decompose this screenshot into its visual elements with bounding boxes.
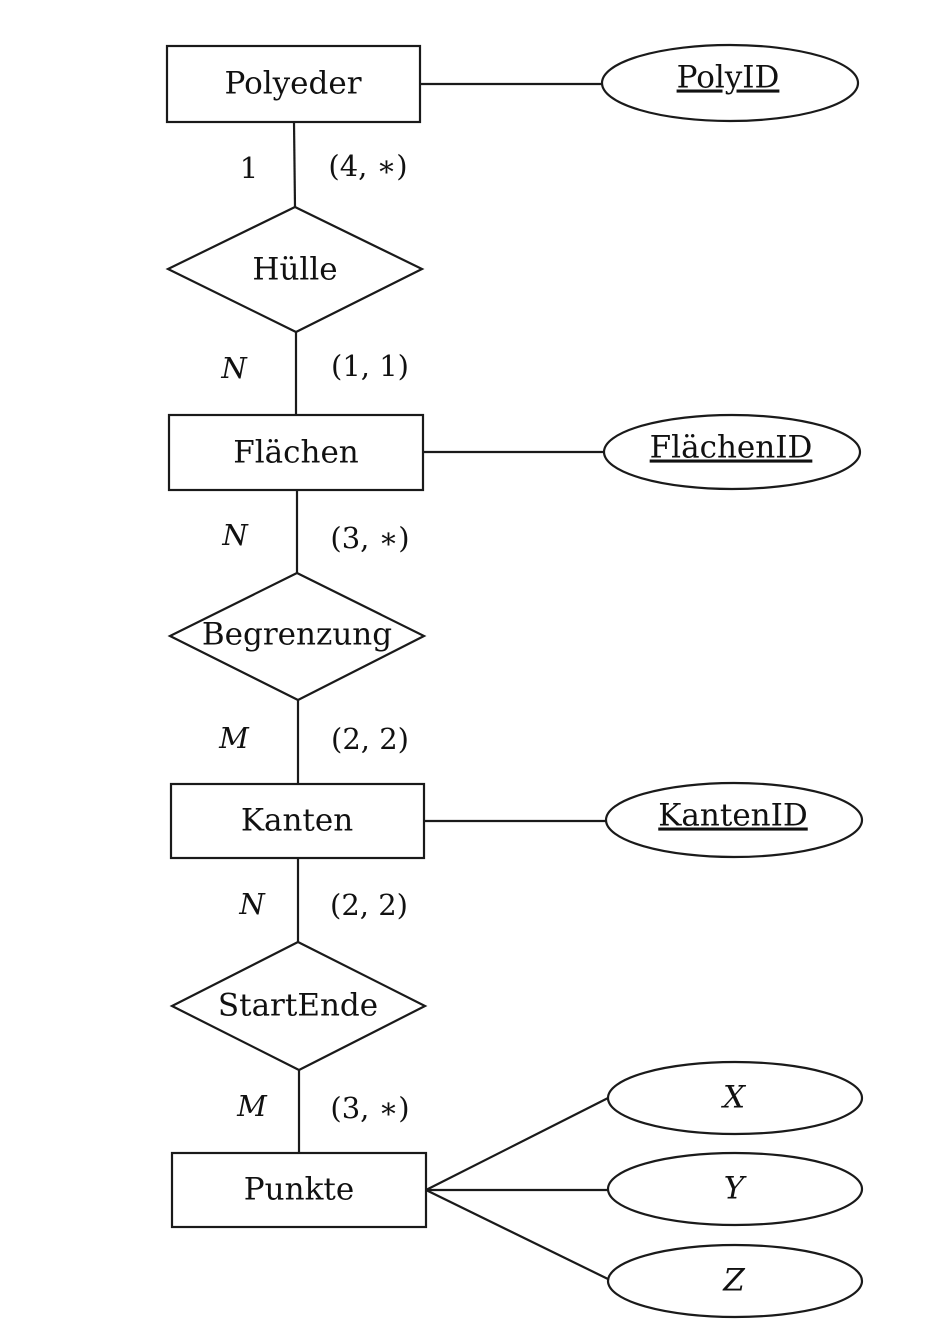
entity-box xyxy=(169,782,426,860)
cardinality-kanten-begrenzung-chen: M xyxy=(218,721,250,755)
relationship-diamond xyxy=(169,940,428,1072)
attribute-label: PolyID xyxy=(677,60,780,96)
cardinality-flaechen-huelle-chen: N xyxy=(220,351,248,385)
attribute-ellipse xyxy=(604,781,864,859)
cardinality-punkte-startende-minmax: (3, ∗) xyxy=(330,1091,409,1125)
entity-box xyxy=(167,413,425,492)
relationship-label: Begrenzung xyxy=(202,617,392,653)
relationship-label: StartEnde xyxy=(218,988,378,1024)
line-polyeder-huelle xyxy=(292,121,297,208)
entity-label: Flächen xyxy=(233,435,359,471)
cardinality-flaechen-begrenzung-minmax: (3, ∗) xyxy=(330,521,409,555)
attribute-label: Z xyxy=(722,1263,745,1299)
cardinality-kanten-startende-minmax: (2, 2) xyxy=(330,888,408,922)
cardinality-flaechen-huelle-minmax: (1, 1) xyxy=(331,349,409,383)
line-punkte-z xyxy=(425,1189,611,1281)
attribute-label: FlächenID xyxy=(650,430,813,466)
line-punkte-x xyxy=(425,1096,611,1191)
cardinality-flaechen-begrenzung-chen: N xyxy=(221,518,249,552)
relationship-startende: StartEnde xyxy=(169,940,428,1072)
relationship-diamond xyxy=(167,571,427,702)
attribute-ellipse xyxy=(602,413,862,491)
attribute-polyid: PolyID xyxy=(600,43,860,123)
entity-punkte: Punkte xyxy=(170,1151,428,1229)
entity-flaechen: Flächen xyxy=(167,413,425,492)
entity-box xyxy=(165,44,422,124)
cardinality-polyeder-huelle-minmax: (4, ∗) xyxy=(328,149,407,183)
entity-label: Kanten xyxy=(241,803,353,839)
entity-label: Punkte xyxy=(244,1172,354,1208)
attribute-label: KantenID xyxy=(658,798,807,834)
relationship-begrenzung: Begrenzung xyxy=(167,571,427,702)
relationship-huelle: Hülle xyxy=(165,205,425,334)
entity-label: Polyeder xyxy=(224,66,361,102)
attribute-x: X xyxy=(606,1060,864,1136)
attribute-z: Z xyxy=(606,1243,864,1319)
relationship-label: Hülle xyxy=(252,252,337,288)
attribute-y: Y xyxy=(606,1151,864,1227)
cardinalities: 1 (4, ∗) N (1, 1) N (3, ∗) M (2, 2) N (2… xyxy=(218,149,409,1125)
attribute-ellipse xyxy=(600,43,860,123)
entity-polyeder: Polyeder xyxy=(165,44,422,124)
cardinality-kanten-begrenzung-minmax: (2, 2) xyxy=(331,722,409,756)
attribute-kantenid: KantenID xyxy=(604,781,864,859)
entity-box xyxy=(170,1151,428,1229)
attribute-label: Y xyxy=(724,1171,747,1207)
connector-lines xyxy=(292,82,611,1281)
attribute-ellipse xyxy=(606,1243,864,1319)
attribute-flaechenid: FlächenID xyxy=(602,413,862,491)
attribute-ellipse xyxy=(606,1060,864,1136)
cardinality-polyeder-huelle-chen: 1 xyxy=(240,151,258,185)
cardinality-punkte-startende-chen: M xyxy=(236,1089,268,1123)
relationship-diamond xyxy=(165,205,425,334)
entity-kanten: Kanten xyxy=(169,782,426,860)
attribute-ellipse xyxy=(606,1151,864,1227)
cardinality-kanten-startende-chen: N xyxy=(238,887,266,921)
attribute-label: X xyxy=(721,1080,747,1116)
